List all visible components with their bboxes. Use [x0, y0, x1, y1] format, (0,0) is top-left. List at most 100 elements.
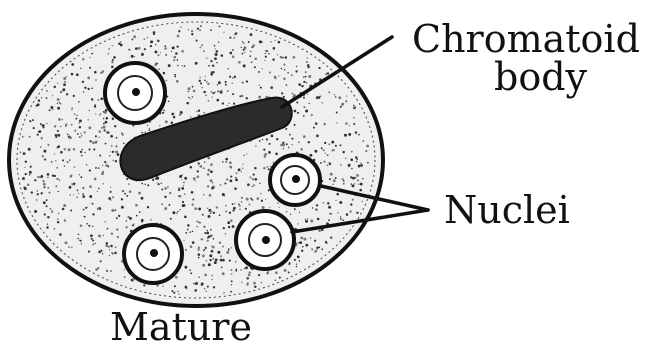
- stipple-dot: [206, 57, 208, 59]
- stipple-dot: [303, 115, 305, 117]
- stipple-dot: [210, 179, 213, 182]
- stipple-dot: [327, 164, 329, 166]
- stipple-dot: [73, 194, 74, 195]
- stipple-dot: [62, 159, 64, 161]
- stipple-dot: [288, 263, 290, 265]
- stipple-dot: [70, 194, 71, 195]
- stipple-dot: [183, 182, 184, 183]
- stipple-dot: [311, 114, 313, 116]
- stipple-dot: [92, 244, 94, 246]
- stipple-dot: [64, 148, 66, 150]
- stipple-dot: [269, 71, 271, 73]
- stipple-dot: [252, 178, 254, 180]
- stipple-dot: [265, 50, 266, 51]
- stipple-dot: [82, 195, 85, 198]
- stipple-dot: [222, 272, 225, 275]
- stipple-dot: [62, 119, 63, 120]
- stipple-dot: [76, 115, 77, 116]
- stipple-dot: [283, 148, 284, 149]
- stipple-dot: [111, 145, 113, 147]
- stipple-dot: [332, 184, 333, 185]
- stipple-dot: [250, 51, 251, 52]
- stipple-dot: [150, 40, 153, 43]
- stipple-dot: [232, 93, 234, 95]
- stipple-dot: [99, 130, 102, 133]
- stipple-dot: [294, 259, 296, 261]
- stipple-dot: [88, 126, 91, 129]
- stipple-dot: [184, 177, 187, 180]
- stipple-dot: [39, 176, 41, 178]
- stipple-dot: [348, 133, 351, 136]
- stipple-dot: [60, 103, 61, 104]
- stipple-dot: [307, 218, 308, 219]
- stipple-dot: [235, 32, 237, 34]
- stipple-dot: [141, 132, 143, 134]
- stipple-dot: [110, 245, 113, 248]
- stipple-dot: [194, 207, 197, 210]
- stipple-dot: [212, 96, 213, 97]
- stipple-dot: [203, 50, 204, 51]
- stipple-dot: [159, 125, 160, 126]
- stipple-dot: [145, 184, 146, 185]
- stipple-dot: [84, 87, 86, 89]
- stipple-dot: [307, 64, 309, 66]
- stipple-dot: [203, 91, 206, 94]
- stipple-dot: [208, 100, 210, 102]
- stipple-dot: [358, 134, 360, 136]
- stipple-dot: [109, 255, 110, 256]
- stipple-dot: [99, 115, 100, 116]
- stipple-dot: [41, 137, 43, 139]
- stipple-dot: [143, 284, 145, 286]
- stipple-dot: [84, 131, 86, 133]
- stipple-dot: [32, 119, 34, 121]
- stipple-dot: [177, 65, 179, 67]
- stipple-dot: [328, 219, 330, 221]
- stipple-dot: [82, 193, 84, 195]
- stipple-dot: [54, 125, 56, 127]
- stipple-dot: [291, 144, 293, 146]
- stipple-dot: [240, 269, 241, 270]
- stipple-dot: [111, 66, 114, 69]
- stipple-dot: [169, 192, 171, 194]
- stipple-dot: [23, 152, 26, 155]
- stipple-dot: [209, 254, 212, 257]
- stipple-dot: [287, 72, 289, 74]
- stipple-dot: [54, 228, 55, 229]
- stipple-dot: [94, 141, 97, 144]
- stipple-dot: [308, 75, 311, 78]
- stipple-dot: [297, 223, 299, 225]
- stipple-dot: [283, 57, 284, 58]
- stipple-dot: [45, 97, 47, 99]
- stipple-dot: [56, 167, 57, 168]
- stipple-dot: [348, 164, 351, 167]
- stipple-dot: [54, 86, 56, 88]
- stipple-dot: [115, 160, 117, 162]
- stipple-dot: [131, 55, 134, 58]
- stipple-dot: [219, 241, 221, 243]
- stipple-dot: [37, 193, 39, 195]
- stipple-dot: [310, 237, 312, 239]
- stipple-dot: [208, 209, 211, 212]
- stipple-dot: [197, 170, 199, 172]
- stipple-dot: [144, 39, 145, 40]
- stipple-dot: [205, 95, 206, 96]
- stipple-dot: [58, 191, 59, 192]
- stipple-dot: [265, 199, 266, 200]
- stipple-dot: [37, 190, 38, 191]
- stipple-dot: [296, 66, 297, 67]
- stipple-dot: [44, 213, 46, 215]
- stipple-dot: [252, 44, 255, 47]
- stipple-dot: [182, 65, 184, 67]
- stipple-dot: [105, 121, 108, 124]
- stipple-dot: [254, 167, 256, 169]
- stipple-dot: [178, 293, 180, 295]
- stipple-dot: [207, 156, 210, 159]
- stipple-dot: [354, 183, 356, 185]
- stipple-dot: [197, 249, 199, 251]
- stipple-dot: [217, 251, 220, 254]
- stipple-dot: [321, 248, 323, 250]
- stipple-dot: [112, 45, 113, 46]
- stipple-dot: [181, 50, 184, 53]
- stipple-dot: [328, 143, 330, 145]
- stipple-dot: [214, 57, 217, 60]
